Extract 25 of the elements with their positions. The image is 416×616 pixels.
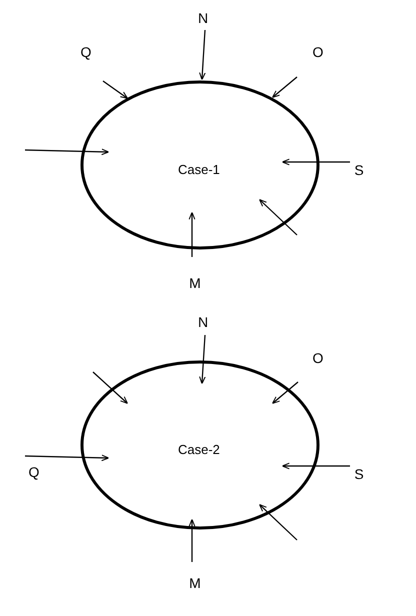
point-label: Q — [27, 464, 41, 480]
point-label: Q — [79, 44, 93, 60]
arrow — [282, 462, 350, 470]
arrow — [272, 76, 298, 98]
case-label: Case-2 — [178, 442, 220, 457]
arrow — [188, 212, 196, 257]
arrow — [199, 334, 206, 384]
arrow — [259, 199, 298, 236]
point-label: S — [352, 162, 366, 178]
point-label: O — [311, 350, 325, 366]
arrow — [24, 148, 110, 156]
point-label: O — [311, 44, 325, 60]
point-label: M — [188, 275, 202, 291]
point-label: S — [352, 466, 366, 482]
arrow — [282, 158, 350, 166]
arrow — [92, 372, 128, 404]
case-label: Case-1 — [178, 162, 220, 177]
arrow — [102, 80, 128, 99]
arrow — [259, 504, 298, 540]
point-label: N — [196, 10, 210, 26]
arrow — [24, 454, 110, 462]
point-label: M — [188, 575, 202, 591]
point-label: N — [196, 314, 210, 330]
arrow — [199, 30, 206, 80]
arrow — [188, 518, 196, 562]
